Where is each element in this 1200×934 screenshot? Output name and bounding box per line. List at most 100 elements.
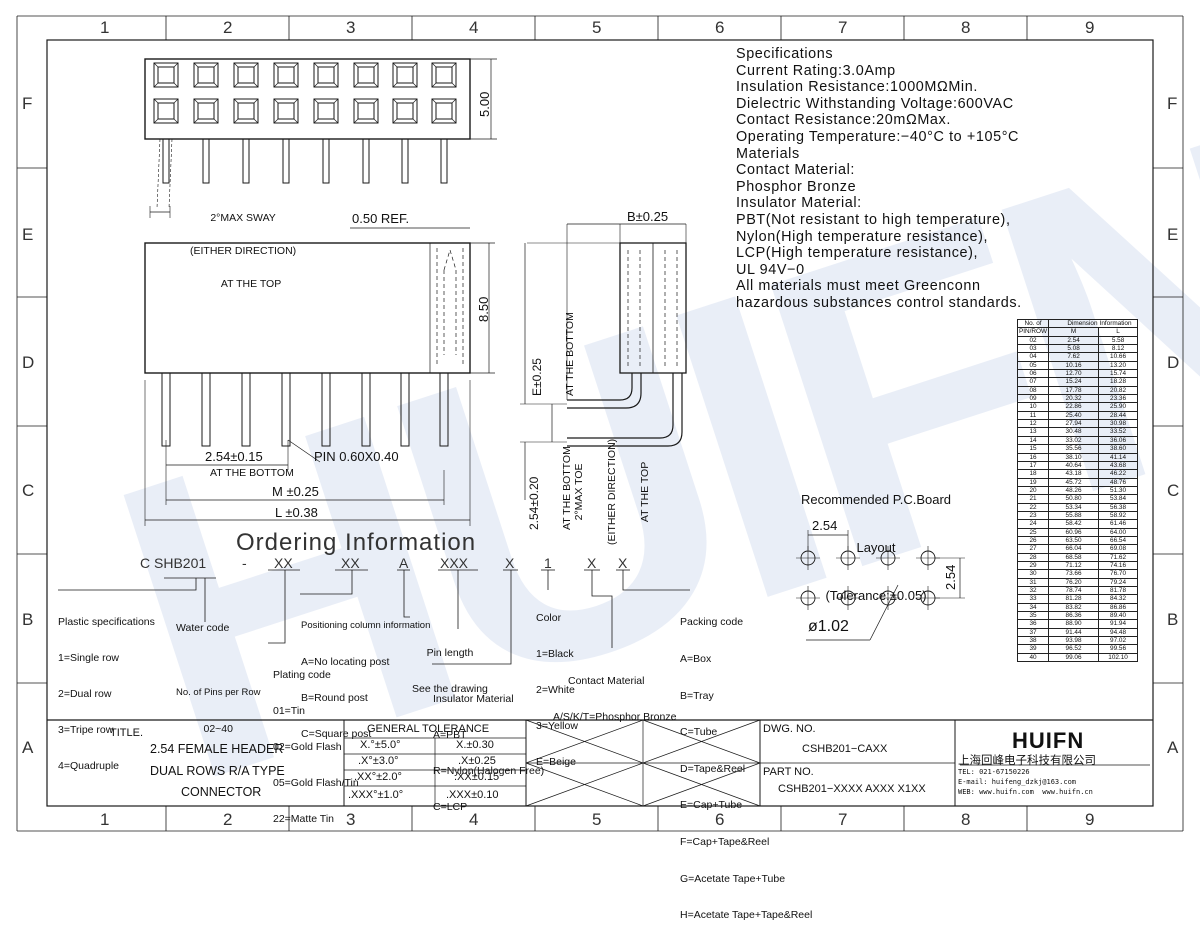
dim-header-1: No. of Dimension Information: [1016, 318, 1139, 329]
contact-chamfer: [153, 98, 179, 124]
dim-cell: 76.70: [1098, 569, 1139, 579]
title-line-2: DUAL ROWS R/A TYPE: [150, 764, 285, 778]
dim-cell: 76.20: [1048, 577, 1100, 588]
packing-4: D=Tape&Reel: [680, 762, 746, 775]
tol-r1-b: X.±0.30: [456, 739, 494, 751]
contact-cell-inner: [357, 66, 375, 84]
pcb-hole-center: [876, 586, 900, 610]
dim-cell: 29: [1016, 560, 1050, 571]
contact-0: Contact Material: [568, 675, 645, 687]
front-view-pins: [161, 373, 449, 447]
plating-4: 22=Matte Tin: [273, 813, 334, 825]
dim-header-2: PIN/ROW M L: [1016, 327, 1139, 337]
contact-cell: [353, 62, 379, 88]
pcb-hole-center: [796, 586, 820, 610]
dim-cell: 35: [1016, 611, 1050, 621]
contact-cell: [233, 98, 259, 124]
zone-col-label: 6: [715, 810, 724, 829]
contact-chamfer: [392, 62, 418, 88]
dim-cell: 64.00: [1098, 527, 1139, 537]
contact-chamfer: [353, 62, 379, 88]
contact-chamfer: [153, 62, 179, 88]
dim-cell: 45.72: [1048, 477, 1100, 487]
dim-cell: 61.46: [1098, 519, 1139, 529]
title-block: [47, 719, 1153, 807]
dim-h2-c2: M: [1048, 327, 1100, 337]
dim-cell: 34: [1016, 602, 1050, 613]
dwg-no: CSHB201−CAXX: [802, 743, 888, 755]
dim-cell: 17: [1016, 460, 1050, 471]
packing-3: C=Tube: [680, 726, 718, 739]
plating-3: 05=Gold Flash/Tin: [273, 777, 359, 789]
dim-cell: 48.76: [1098, 477, 1139, 487]
dim-cell: 83.82: [1048, 602, 1100, 613]
dim-cell: 86.86: [1098, 602, 1139, 613]
dim-cell: 25.40: [1048, 410, 1100, 421]
packing-7: G=Acetate Tape+Tube: [680, 872, 786, 885]
dim-cell: 11: [1016, 410, 1050, 421]
front-view: [144, 227, 495, 526]
dim-cell: 99.56: [1098, 644, 1139, 654]
color-3: 3=Yellow: [536, 720, 578, 732]
dim-cell: 8.12: [1098, 344, 1139, 354]
part-no: CSHB201−XXXX AXXX X1XX: [778, 783, 926, 795]
top-pin: [202, 139, 210, 184]
insulator-1: A=PBT: [433, 729, 467, 741]
pin-length-0: Pin length: [426, 647, 474, 659]
zone-col-label: 7: [838, 810, 847, 829]
insulator-2: R=Nylon(Halogen Free): [433, 765, 545, 777]
spec-line: Specifications: [736, 46, 834, 62]
zone-row-label: F: [1167, 94, 1177, 113]
spec-line: Insulator Material:: [736, 195, 862, 212]
dim-cell: 94.48: [1098, 627, 1139, 638]
dim-cell: 66.54: [1098, 535, 1139, 546]
sway-note: 2°MAX SWAY (EITHER DIRECTION) AT THE TOP: [190, 191, 296, 301]
toe-line-1: 2°MAX TOE: [573, 463, 585, 521]
contact-cell: [392, 98, 418, 124]
dim-cell: 12: [1016, 419, 1050, 429]
dim-cell: 20: [1016, 485, 1050, 496]
dim-cell: 20.32: [1048, 394, 1100, 404]
packing-6: F=Cap+Tape&Reel: [680, 836, 770, 849]
zone-col-label: 4: [469, 810, 478, 829]
dim-cell: 10.66: [1098, 352, 1139, 362]
contact-chamfer: [233, 62, 259, 88]
dim-cell: 18.28: [1098, 377, 1139, 387]
spec-line: Dielectric Withstanding Voltage:600VAC: [736, 95, 1014, 112]
contact-chamfer: [193, 98, 219, 124]
packing-code: Packing code A=Box B=Tray C=Tube D=Tape&…: [680, 592, 812, 934]
dim-cell: 81.28: [1048, 594, 1100, 604]
dim-cell: 18: [1016, 469, 1050, 479]
side-view: [520, 223, 687, 500]
packing-0: Packing code: [680, 616, 744, 629]
top-pin: [282, 139, 290, 184]
pcb-layout: [796, 530, 965, 641]
dim-cell: 2.54: [1048, 335, 1100, 346]
dim-cell: 15.24: [1048, 377, 1100, 387]
contact-cell: [313, 98, 339, 124]
plastic-2: 2=Dual row: [58, 688, 112, 700]
dim-cell: 38.10: [1048, 452, 1100, 462]
spec-line: hazardous substances control standards.: [736, 294, 1022, 311]
contact-cell: [233, 62, 259, 88]
top-pin: [242, 139, 250, 184]
dim-5-00: 5.00: [477, 91, 492, 117]
part-label: PART NO.: [763, 766, 814, 778]
contact-cell: [193, 98, 219, 124]
front-pin: [241, 373, 251, 447]
pcb-hole-center: [876, 546, 900, 570]
dim-cell: 78.74: [1048, 585, 1100, 596]
code-position: A: [399, 555, 409, 571]
l-dim: L ±0.38: [275, 505, 318, 520]
contact-cell: [153, 62, 179, 88]
dim-cell: 38.60: [1098, 444, 1139, 454]
tol-r4-a: .XXX°±1.0°: [348, 789, 404, 801]
